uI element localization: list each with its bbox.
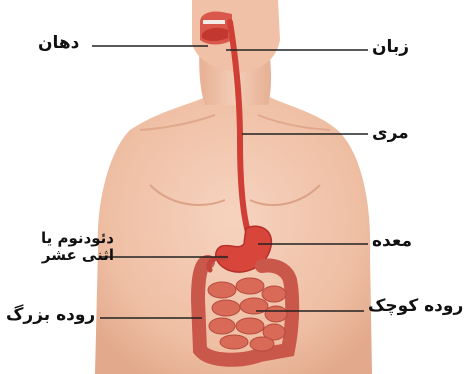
label-mouth: دهان: [38, 34, 79, 54]
label-small-intestine: روده کوچک: [368, 297, 463, 317]
label-large-intestine: روده بزرگ: [6, 306, 95, 326]
teeth: [203, 20, 225, 24]
label-tongue: زبان: [372, 38, 409, 58]
label-duodenum: دئودنوم یا اثنی عشر: [22, 230, 114, 265]
torso-silhouette: [95, 88, 372, 374]
label-duodenum-line1: دئودنوم یا: [22, 230, 114, 247]
label-stomach: معده: [372, 232, 412, 252]
label-duodenum-line2: اثنی عشر: [22, 247, 114, 264]
label-esophagus: مری: [372, 124, 409, 144]
